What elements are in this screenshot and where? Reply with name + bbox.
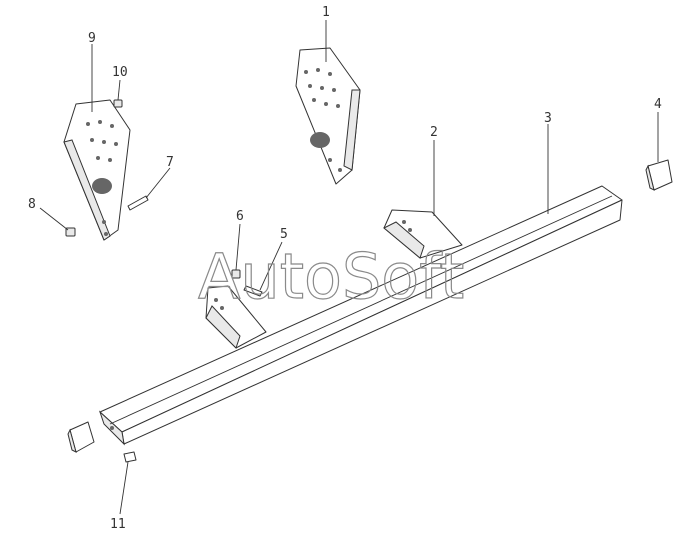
callout-7: 7: [166, 155, 174, 170]
callout-11: 11: [110, 517, 126, 532]
part-1-plate: [295, 47, 361, 185]
watermark-text: AutoSoft: [198, 240, 464, 313]
part-7-bolt: [127, 195, 149, 211]
callout-9: 9: [88, 31, 96, 46]
callout-6: 6: [236, 209, 244, 224]
part-11-bolt: [123, 451, 137, 463]
part-8-nut: [65, 227, 76, 237]
part-4-cap: [645, 159, 673, 191]
part-2-bracket: [383, 209, 463, 259]
callout-2: 2: [430, 125, 438, 140]
part-5-bolt: [243, 285, 263, 297]
callout-8: 8: [28, 197, 36, 212]
callout-4: 4: [654, 97, 662, 112]
callout-1: 1: [322, 5, 330, 20]
part-9-plate: [63, 99, 131, 241]
part-endcap: [67, 421, 95, 453]
callout-10: 10: [112, 65, 128, 80]
callout-5: 5: [280, 227, 288, 242]
part-10-nut: [113, 99, 123, 108]
leader-lines: [39, 20, 659, 515]
part-3-beam: [98, 185, 623, 446]
part-bracket-left: [205, 285, 267, 349]
callout-3: 3: [544, 111, 552, 126]
